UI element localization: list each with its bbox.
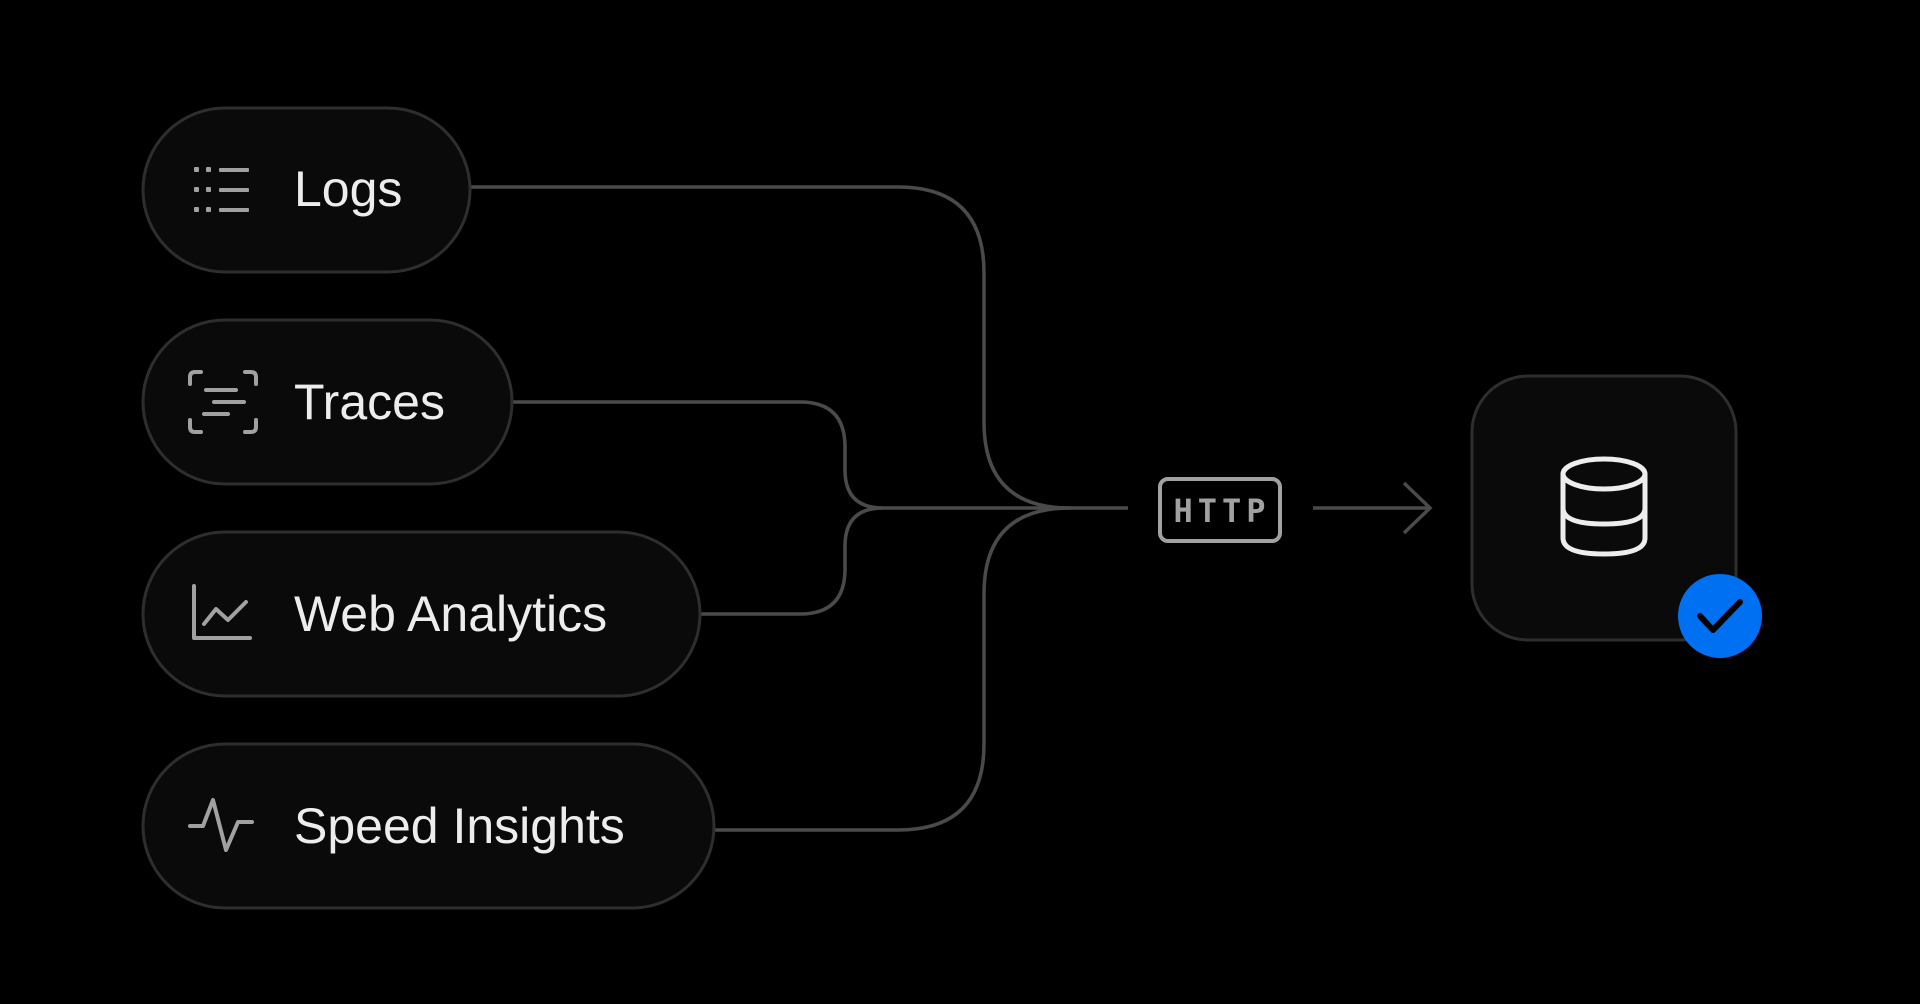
- source-node-web-analytics[interactable]: Web Analytics: [141, 530, 702, 698]
- source-label-logs: Logs: [294, 161, 402, 217]
- check-icon: [1697, 599, 1743, 633]
- connectors: [470, 185, 1433, 832]
- list-icon: [194, 167, 249, 212]
- source-node-traces[interactable]: Traces: [141, 318, 514, 486]
- success-status-badge: [1678, 574, 1762, 658]
- http-protocol-badge: HTTP: [1158, 477, 1282, 543]
- connector-web-analytics: [700, 506, 884, 616]
- destination-database-node[interactable]: [1470, 374, 1738, 642]
- status-badge-circle: [1678, 574, 1762, 658]
- arrowhead-icon: [1402, 481, 1433, 535]
- source-label-web-analytics: Web Analytics: [294, 586, 607, 642]
- database-icon: [1560, 456, 1648, 557]
- connector-logs: [470, 185, 1128, 510]
- source-label-traces: Traces: [294, 374, 445, 430]
- pulse-icon: [188, 798, 254, 852]
- source-node-speed-insights[interactable]: Speed Insights: [141, 742, 716, 910]
- source-node-logs[interactable]: Logs: [141, 106, 472, 274]
- trace-scan-icon: [188, 370, 258, 434]
- line-chart-icon: [192, 584, 252, 640]
- connector-traces: [512, 400, 884, 510]
- source-label-speed-insights: Speed Insights: [294, 798, 625, 854]
- protocol-label: HTTP: [1173, 492, 1270, 530]
- connector-speed-insights: [714, 506, 1071, 832]
